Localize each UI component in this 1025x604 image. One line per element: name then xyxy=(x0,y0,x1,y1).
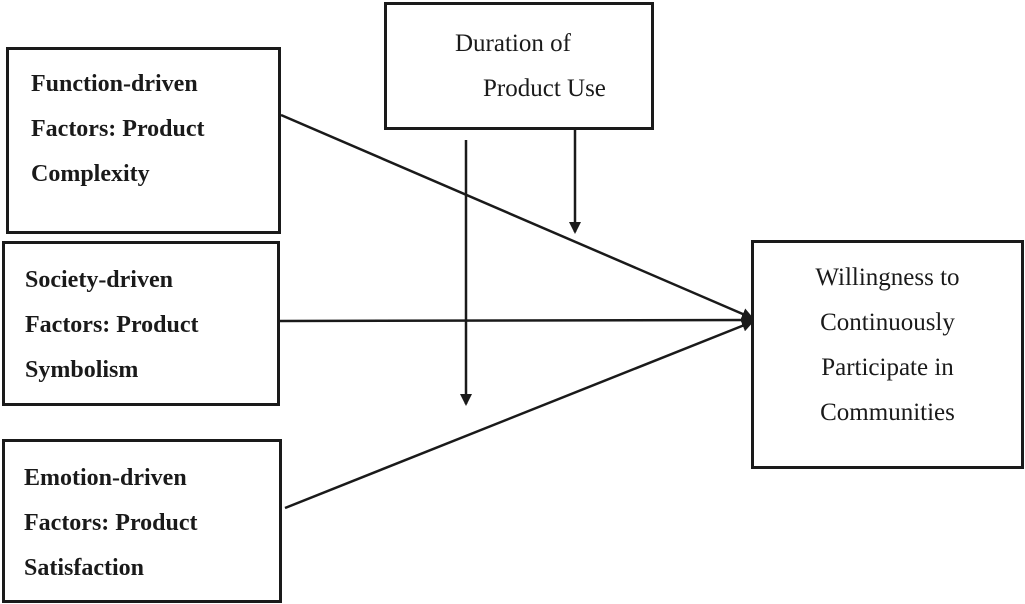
emotion-box-line-1: Emotion-driven xyxy=(24,465,187,491)
emotion-box-line-3: Satisfaction xyxy=(24,555,144,581)
outcome-box-line-2: Continuously xyxy=(820,309,955,336)
outcome-box-line-4: Communities xyxy=(820,399,955,426)
society-box-line-2: Factors: Product xyxy=(25,312,199,338)
society-box-line-1: Society-driven xyxy=(25,267,173,293)
duration-of-product-use-box: Duration of Product Use xyxy=(384,2,654,130)
society-box-line-3: Symbolism xyxy=(25,357,139,383)
duration-box-line-2: Product Use xyxy=(483,75,606,102)
function-driven-factors-box: Function-driven Factors: Product Complex… xyxy=(6,47,281,234)
function-box-line-3: Complexity xyxy=(31,161,150,187)
outcome-box-line-1: Willingness to xyxy=(815,264,960,291)
duration-box-line-1: Duration of xyxy=(455,30,571,57)
function-box-line-2: Factors: Product xyxy=(31,116,205,142)
willingness-to-participate-box: Willingness to Continuously Participate … xyxy=(751,240,1024,469)
arrow-complexity-to-willingness xyxy=(280,113,754,320)
society-driven-factors-box: Society-driven Factors: Product Symbolis… xyxy=(2,241,280,406)
arrow-satisfaction-to-willingness xyxy=(284,320,754,510)
emotion-driven-factors-box: Emotion-driven Factors: Product Satisfac… xyxy=(2,439,282,603)
outcome-box-line-3: Participate in xyxy=(821,354,954,381)
emotion-box-line-2: Factors: Product xyxy=(24,510,198,536)
arrow-symbolism-to-willingness xyxy=(279,314,754,327)
function-box-line-1: Function-driven xyxy=(31,71,198,97)
